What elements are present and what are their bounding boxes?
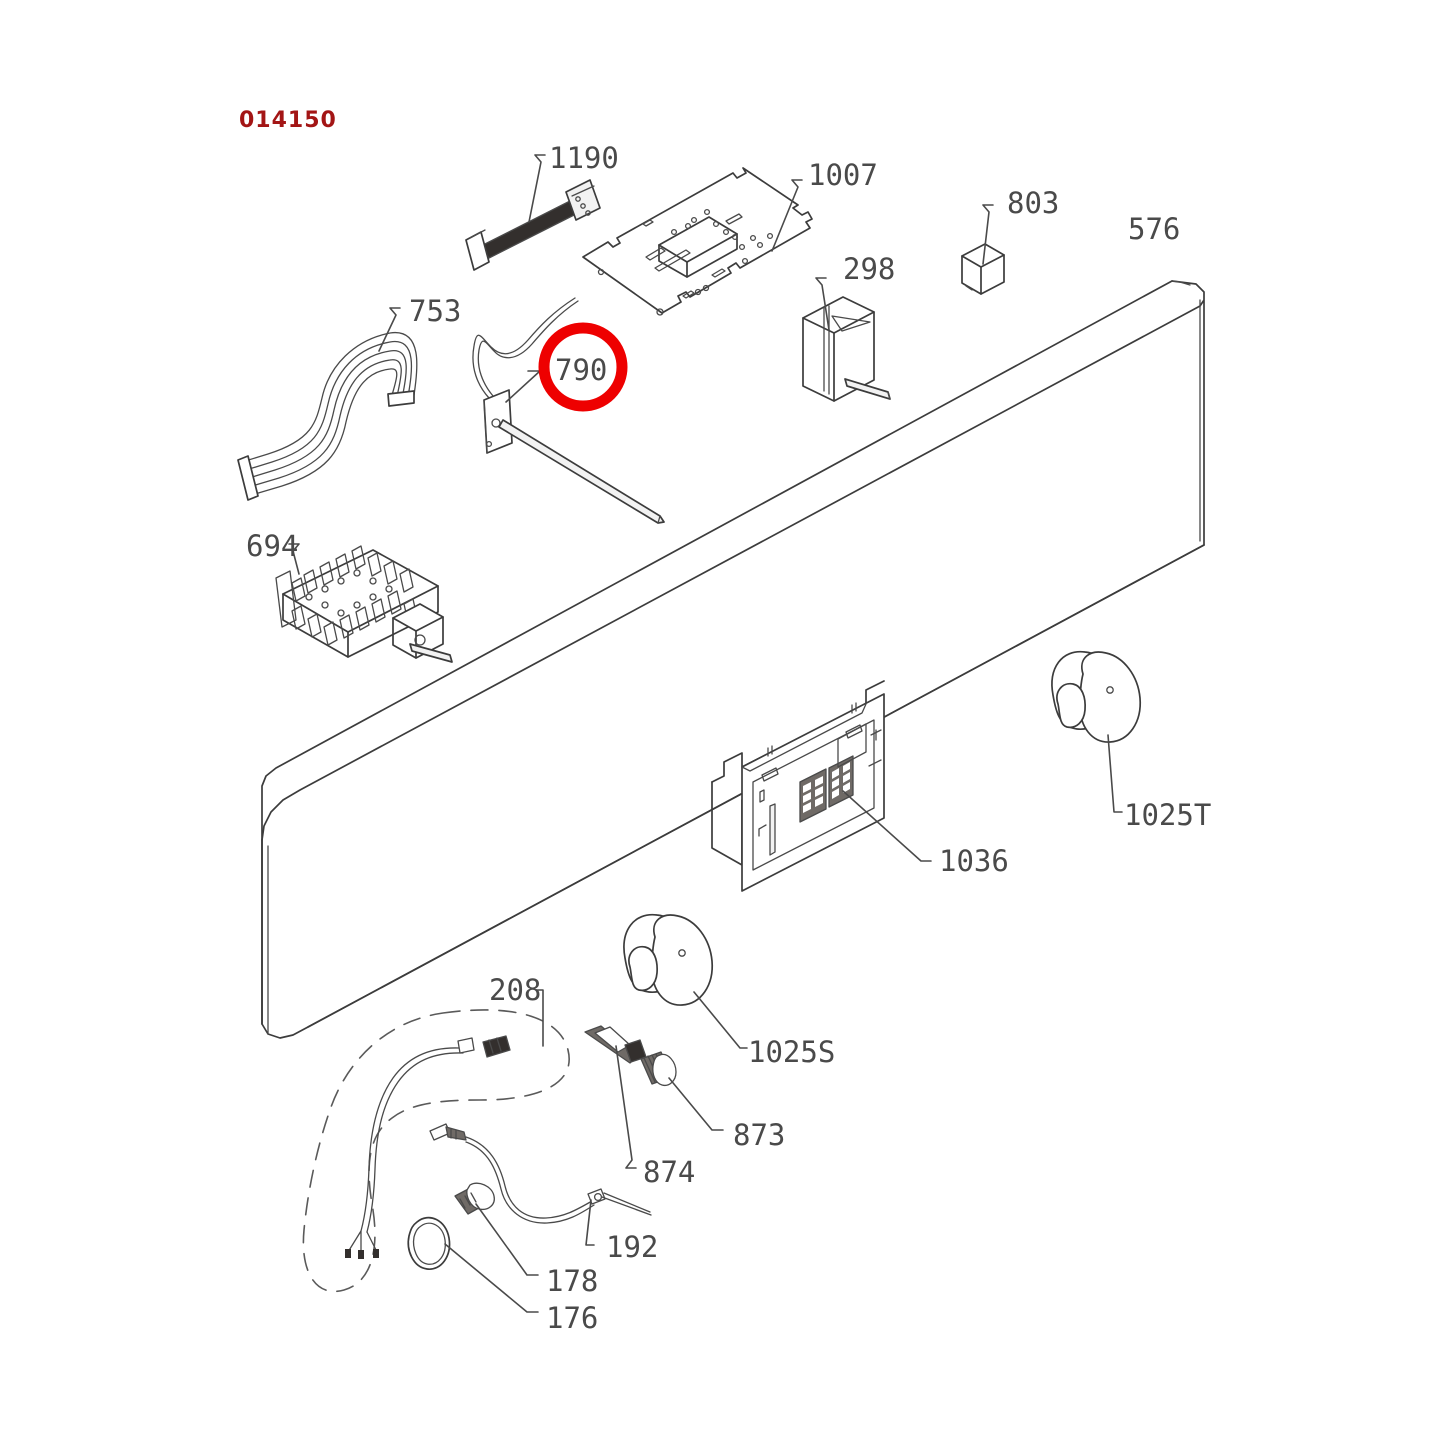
part-bulb-socket xyxy=(454,1182,539,1276)
part-lamp-holder-cap xyxy=(640,1051,724,1131)
drawing-number: 014150 xyxy=(239,108,337,133)
part-flat-ribbon-harness xyxy=(237,307,418,501)
part-sensor-lead-terminal xyxy=(429,1123,652,1246)
part-ribbon-cable-connector xyxy=(465,154,601,271)
part-lamp-holder-bracket xyxy=(584,1025,647,1169)
callout-192: 192 xyxy=(606,1230,658,1264)
part-electronic-timer-display xyxy=(711,680,932,892)
callout-178: 178 xyxy=(546,1264,598,1298)
callout-874: 874 xyxy=(643,1155,695,1189)
callout-298: 298 xyxy=(843,252,895,286)
part-selector-control-knob xyxy=(623,913,748,1049)
callout-1025T: 1025T xyxy=(1124,798,1211,832)
callout-1025S: 1025S xyxy=(748,1035,835,1069)
part-relay-block xyxy=(961,204,1005,295)
part-energy-regulator-switch xyxy=(802,277,891,402)
callout-1036: 1036 xyxy=(939,844,1009,878)
callout-176: 176 xyxy=(546,1301,598,1335)
callout-576: 576 xyxy=(1128,212,1180,246)
part-thermostat-control-knob xyxy=(1051,650,1141,813)
part-rotary-selector-switch xyxy=(275,543,453,663)
callout-208: 208 xyxy=(489,973,541,1007)
part-lamp-glass-cover xyxy=(407,1216,539,1313)
callout-label-layer: 1190 1007 803 576 298 753 790 694 1025T … xyxy=(246,141,1211,1335)
part-printed-circuit-board xyxy=(582,167,813,316)
callout-753: 753 xyxy=(409,294,461,328)
callout-1007: 1007 xyxy=(808,158,878,192)
highlight-circle xyxy=(538,322,628,412)
callout-873: 873 xyxy=(733,1118,785,1152)
callout-694: 694 xyxy=(246,529,298,563)
callout-790: 790 xyxy=(555,353,607,387)
part-wiring-harness-assembly xyxy=(302,989,570,1293)
callout-1190: 1190 xyxy=(549,141,619,175)
part-temperature-sensor-probe xyxy=(472,297,665,524)
callout-803: 803 xyxy=(1007,186,1059,220)
